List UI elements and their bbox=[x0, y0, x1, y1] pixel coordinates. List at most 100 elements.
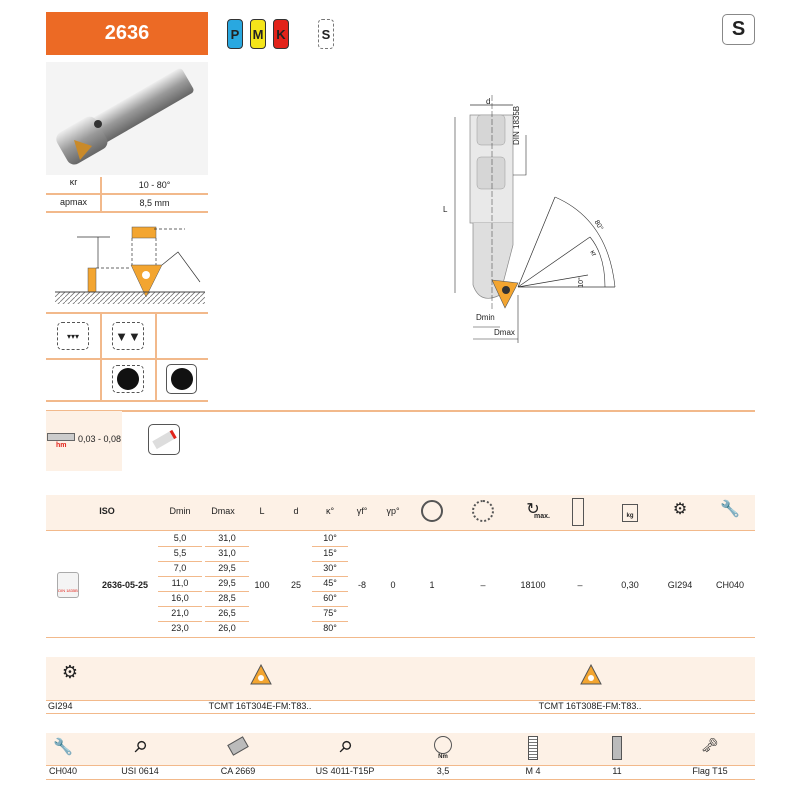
table-header bbox=[46, 495, 755, 530]
torque-icon bbox=[434, 736, 452, 754]
part-item[interactable]: CA 2669 bbox=[220, 766, 256, 776]
col-max: max. bbox=[534, 513, 550, 520]
value-dmin: 16,0 bbox=[171, 593, 189, 603]
value-kappa: 10° bbox=[323, 533, 337, 543]
material-p-badge: P bbox=[227, 19, 243, 49]
value-kappa: 30° bbox=[323, 563, 337, 573]
col-d: d bbox=[293, 506, 299, 516]
col-gamma-f: γf° bbox=[356, 506, 368, 516]
tool-photo-icon bbox=[56, 68, 194, 165]
dim-dmax-label: Dmax bbox=[494, 328, 515, 337]
insert-geometry-diagram bbox=[55, 226, 205, 304]
din-badge-text: DIN 1835B bbox=[58, 588, 78, 593]
value-dmax: 31,0 bbox=[218, 548, 236, 558]
full-bore-icon bbox=[166, 364, 197, 394]
effective-teeth-icon bbox=[472, 500, 494, 522]
value-gamma-f: -8 bbox=[357, 580, 367, 590]
parts-ref-icon: 🔧 bbox=[53, 739, 73, 756]
coarse-thread-icon: ▼▼ bbox=[112, 322, 144, 350]
value-kappa: 60° bbox=[323, 593, 337, 603]
din-1835b-badge-icon: DIN 1835B bbox=[57, 572, 79, 598]
spec-value-kr: 10 - 80° bbox=[138, 180, 171, 190]
value-d: 25 bbox=[290, 580, 302, 590]
dim-dmin-label: Dmin bbox=[476, 313, 495, 322]
value-teeth: 1 bbox=[429, 580, 435, 590]
key-icon: 🗝 bbox=[701, 737, 719, 753]
internal-machining-icon bbox=[112, 365, 144, 393]
insert-ref-icon: ⚙ bbox=[61, 662, 79, 682]
thread-size-icon bbox=[528, 736, 538, 760]
col-iso: ISO bbox=[99, 506, 115, 516]
spare-parts-icon: 🔧 bbox=[720, 501, 740, 518]
feed-label: hm bbox=[56, 442, 67, 449]
value-kappa: 80° bbox=[323, 623, 337, 633]
max-rpm-icon: ↻ bbox=[526, 501, 540, 518]
value-effective-teeth: – bbox=[480, 580, 486, 590]
spec-label-kr: κr bbox=[69, 177, 78, 187]
value-insert-ref[interactable]: GI294 bbox=[667, 580, 693, 590]
col-l: L bbox=[259, 506, 265, 516]
insert-triangle-icon bbox=[250, 664, 272, 685]
part-item[interactable]: M 4 bbox=[525, 766, 541, 776]
value-dmax: 29,5 bbox=[218, 578, 236, 588]
value-dmax: 26,5 bbox=[218, 608, 236, 618]
value-weight: 0,30 bbox=[621, 580, 639, 590]
part-item[interactable]: USI 0614 bbox=[121, 766, 159, 776]
feed-range: 0,03 - 0,08 bbox=[78, 434, 122, 444]
material-s-optional-badge: S bbox=[318, 19, 334, 49]
order-code: 2636-05-25 bbox=[101, 580, 149, 590]
part-item: CH040 bbox=[48, 766, 78, 776]
coolant-icon bbox=[572, 498, 584, 526]
value-kappa: 45° bbox=[323, 578, 337, 588]
material-s-big-badge: S bbox=[722, 14, 755, 45]
teeth-count-icon bbox=[421, 500, 443, 522]
feed-per-tooth-icon bbox=[47, 433, 75, 441]
part-item[interactable]: Flag T15 bbox=[692, 766, 728, 776]
screw-length-icon bbox=[612, 736, 622, 760]
value-parts-ref[interactable]: CH040 bbox=[715, 580, 745, 590]
value-max-rpm: 18100 bbox=[520, 580, 546, 590]
value-coolant: – bbox=[577, 580, 583, 590]
value-dmax: 29,5 bbox=[218, 563, 236, 573]
part-item[interactable]: 11 bbox=[612, 766, 622, 776]
material-m-badge: M bbox=[250, 19, 266, 49]
product-photo bbox=[46, 62, 208, 175]
value-gamma-p: 0 bbox=[390, 580, 396, 590]
value-dmin: 7,0 bbox=[173, 563, 187, 573]
value-kappa: 75° bbox=[323, 608, 337, 618]
col-dmax: Dmax bbox=[211, 506, 235, 516]
value-dmax: 31,0 bbox=[218, 533, 236, 543]
col-gamma-p: γp° bbox=[386, 506, 400, 516]
dim-d-label: d bbox=[486, 97, 491, 106]
value-dmin: 21,0 bbox=[171, 608, 189, 618]
torque-unit: Nm bbox=[438, 754, 448, 760]
value-dmin: 11,0 bbox=[171, 578, 189, 588]
insert-icon: ⚙ bbox=[672, 501, 688, 518]
value-dmax: 28,5 bbox=[218, 593, 236, 603]
dim-l-label: L bbox=[443, 205, 448, 214]
spec-value-apmax: 8,5 mm bbox=[139, 198, 170, 208]
value-dmin: 5,0 bbox=[173, 533, 187, 543]
part-item[interactable]: US 4011-T15P bbox=[315, 766, 375, 776]
spec-label-apmax: apmax bbox=[59, 197, 87, 207]
surface-finish-icon bbox=[148, 424, 180, 455]
din-label: DIN 1835B bbox=[512, 105, 521, 145]
weight-icon: kg bbox=[622, 504, 638, 522]
col-dmin: Dmin bbox=[169, 506, 191, 516]
value-dmax: 26,0 bbox=[218, 623, 236, 633]
fine-thread-icon: ▾▾▾ bbox=[57, 322, 89, 350]
value-dmin: 23,0 bbox=[171, 623, 189, 633]
insert-triangle-icon bbox=[580, 664, 602, 685]
product-code-header: 2636 bbox=[46, 12, 208, 55]
value-l: 100 bbox=[254, 580, 270, 590]
part-item[interactable]: 3,5 bbox=[436, 766, 450, 776]
tool-technical-drawing bbox=[454, 95, 616, 343]
material-k-badge: K bbox=[273, 19, 289, 49]
insert-item-2[interactable]: TCMT 16T308E-FM:T83.. bbox=[538, 701, 642, 711]
angle-min-label: 10° bbox=[577, 277, 585, 288]
value-dmin: 5,5 bbox=[173, 548, 187, 558]
insert-item-1[interactable]: TCMT 16T304E-FM:T83.. bbox=[208, 701, 312, 711]
insert-ref: GI294 bbox=[48, 701, 73, 711]
col-kappa: κ° bbox=[325, 506, 335, 516]
